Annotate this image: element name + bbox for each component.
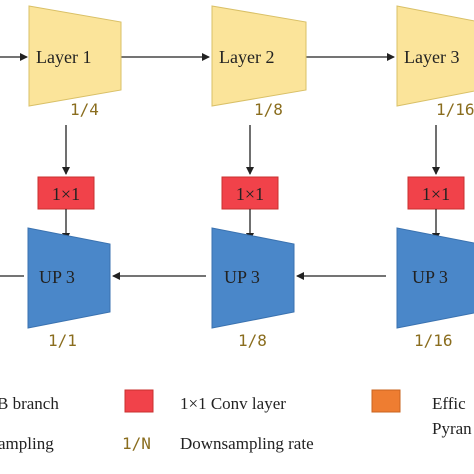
layer-2-block [211, 5, 307, 107]
layer-1-block [28, 5, 122, 107]
up-2-label: UP 3 [224, 267, 260, 287]
conv-1-label: 1×1 [52, 184, 80, 204]
layer-1-label: Layer 1 [36, 47, 91, 67]
layer-1-ratio: 1/4 [70, 100, 99, 119]
layer-3-label: Layer 3 [404, 47, 459, 67]
up-1-block [27, 227, 111, 329]
legend-efficient-swatch [371, 389, 401, 413]
up-3-ratio: 1/16 [414, 331, 453, 350]
up-3-label: UP 3 [412, 267, 448, 287]
conv-2-box [221, 176, 279, 210]
up-2-block [211, 227, 295, 329]
layer-3-block [396, 5, 474, 107]
legend-efficient-text-1: Effic [432, 394, 466, 413]
legend-branch-text: B branch [0, 394, 59, 413]
legend-efficient-text-2: Pyran [432, 419, 472, 438]
conv-2-label: 1×1 [236, 184, 264, 204]
legend-conv-swatch [124, 389, 154, 413]
conv-1-box [37, 176, 95, 210]
conv-3-box [407, 176, 465, 210]
up-2-ratio: 1/8 [238, 331, 267, 350]
up-1-ratio: 1/1 [48, 331, 77, 350]
up-3-block [396, 227, 474, 329]
legend-conv-text: 1×1 Conv layer [180, 394, 286, 413]
legend-sampling-text: ampling [0, 434, 54, 453]
layer-2-ratio: 1/8 [254, 100, 283, 119]
conv-3-label: 1×1 [422, 184, 450, 204]
layer-3-ratio: 1/16 [436, 100, 474, 119]
layer-2-label: Layer 2 [219, 47, 274, 67]
legend-downsampling-text: Downsampling rate [180, 434, 314, 453]
legend-ratio-symbol: 1/N [122, 434, 151, 453]
up-1-label: UP 3 [39, 267, 75, 287]
